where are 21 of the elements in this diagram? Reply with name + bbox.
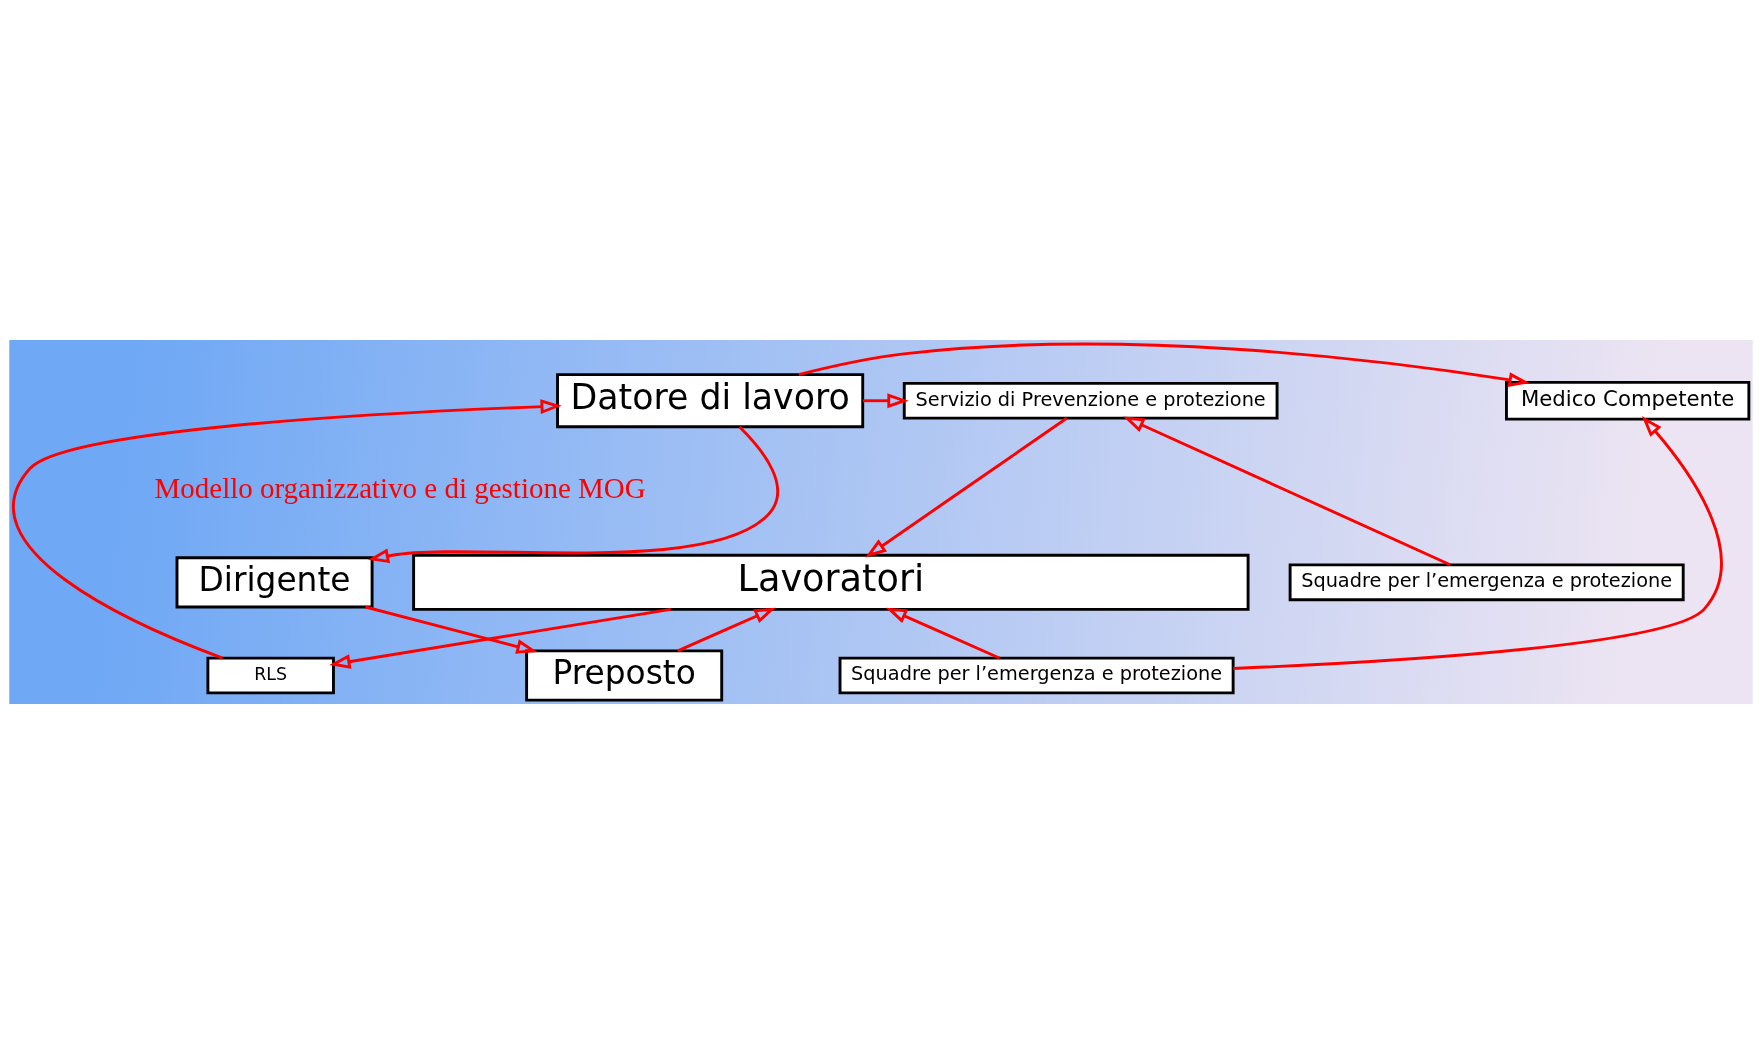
node-box: Preposto xyxy=(525,649,724,702)
arrow xyxy=(329,607,671,669)
node-box: Medico Competente xyxy=(1505,380,1751,421)
arrow xyxy=(12,399,562,660)
arrow xyxy=(798,342,1530,388)
arrow xyxy=(885,607,1000,660)
arrow xyxy=(1233,416,1723,670)
node-box: Servizio di Prevenzione e protezione xyxy=(902,381,1279,420)
node-box: Lavoratori xyxy=(412,553,1250,611)
arrow xyxy=(677,607,776,653)
arrow xyxy=(865,417,1068,558)
arrow xyxy=(862,393,909,409)
node-box: Dirigente xyxy=(175,556,374,609)
arrow xyxy=(367,426,780,564)
node-box: Squadre per l’emergenza e protezione xyxy=(838,656,1235,695)
arrow xyxy=(365,605,538,654)
node-box: RLS xyxy=(206,656,335,695)
node-box: Squadre per l’emergenza e protezione xyxy=(1288,563,1685,602)
node-box: Datore di lavoro xyxy=(556,373,865,429)
label: Modello organizzativo e di gestione MOG xyxy=(154,472,646,505)
arrow xyxy=(1123,416,1451,567)
